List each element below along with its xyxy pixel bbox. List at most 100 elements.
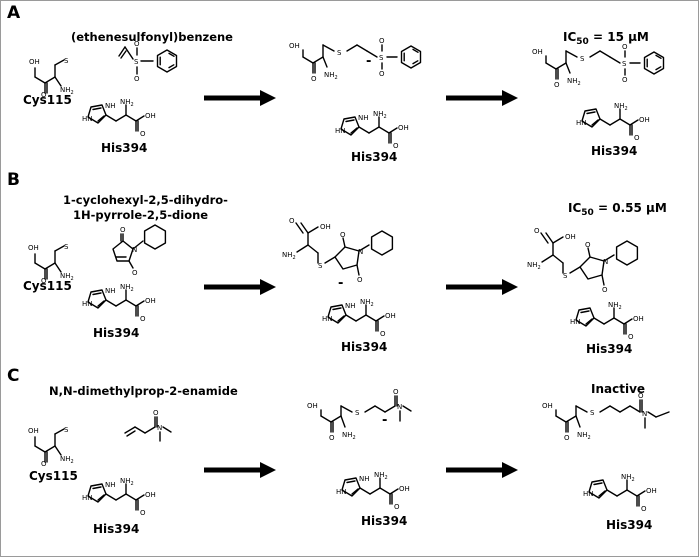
histidine-b3: HN NH2 O OH His394 (570, 301, 644, 356)
atom-s: S (64, 57, 69, 65)
atom-o: O (140, 315, 146, 323)
carbanion-minus: - (366, 54, 371, 69)
his-label-a3: His394 (591, 144, 637, 158)
atom-n: N (397, 403, 402, 411)
atom-o: O (622, 76, 628, 84)
atom-s: S (64, 426, 69, 434)
cys-label-c: Cys115 (29, 469, 78, 483)
atom-n: N (157, 424, 162, 432)
panel-letter-a: A (7, 3, 21, 23)
histidine-c2: HN NH NH2 O OH His394 (336, 471, 410, 528)
atom-s: S (355, 409, 360, 417)
atom-hn: HN (576, 119, 587, 127)
atom-nh2: NH2 (527, 261, 541, 271)
atom-s: S (379, 54, 384, 62)
atom-n: N (132, 246, 137, 254)
atom-oh: OH (289, 42, 300, 50)
atom-o: O (380, 330, 386, 338)
intermediate-a: OH O NH2 S - S O O (289, 37, 422, 83)
arrow-b1 (204, 279, 276, 295)
atom-o: O (585, 241, 591, 249)
atom-oh: OH (565, 233, 576, 241)
atom-s: S (622, 60, 627, 68)
atom-n: N (603, 258, 608, 266)
compound-name-b-line1: 1-cyclohexyl-2,5-dihydro- (63, 193, 228, 207)
atom-s: S (134, 58, 139, 66)
atom-nh2: NH2 (567, 77, 581, 87)
ic50-a: IC50 = 15 μM (563, 30, 649, 47)
panel-a: A (ethenesulfonyl)benzene OH O NH2 S Cys… (7, 3, 665, 164)
atom-nh2: NH2 (621, 473, 635, 483)
atom-oh: OH (28, 427, 39, 435)
atom-o: O (534, 227, 540, 235)
atom-o: O (41, 460, 47, 468)
atom-n: N (642, 410, 647, 418)
reagent-c: O N (124, 409, 172, 442)
panel-letter-b: B (7, 170, 20, 190)
atom-nh: NH (105, 287, 116, 295)
arrow-a2 (446, 90, 518, 106)
atom-s: S (580, 55, 585, 63)
histidine-a1: HN NH NH2 O OH His394 (82, 98, 156, 155)
atom-o: O (379, 70, 385, 78)
arrow-a1 (204, 90, 276, 106)
atom-o: O (140, 130, 146, 138)
atom-o: O (393, 142, 399, 150)
atom-oh: OH (145, 297, 156, 305)
atom-nh: NH (358, 114, 369, 122)
atom-o: O (134, 75, 140, 83)
histidine-a3: HN NH2 O OH His394 (576, 102, 650, 158)
compound-name-c: N,N-dimethylprop-2-enamide (49, 384, 238, 398)
histidine-c3: HN NH2 O OH His394 (583, 473, 657, 532)
his-label-c3: His394 (606, 518, 652, 532)
atom-o: O (379, 37, 385, 45)
product-c: OH O NH2 S O N (542, 392, 670, 442)
carbanion-minus: - (338, 276, 343, 291)
atom-oh: OH (320, 223, 331, 231)
atom-nh: NH (105, 102, 116, 110)
carbanion-minus: - (382, 413, 387, 428)
atom-o: O (554, 81, 560, 89)
histidine-b2: HN NH NH2 O OH His394 (322, 298, 396, 354)
panel-letter-c: C (7, 366, 19, 386)
his-label-c1: His394 (93, 522, 139, 536)
atom-nh2: NH2 (608, 301, 622, 311)
atom-o: O (41, 91, 47, 99)
reagent-b: O O N (112, 224, 167, 277)
histidine-c1: HN NH NH2 O OH His394 (82, 477, 156, 536)
atom-nh: NH (359, 475, 370, 483)
atom-nh2: NH2 (373, 110, 387, 120)
atom-o: O (120, 226, 126, 234)
atom-oh: OH (398, 124, 409, 132)
atom-nh2: NH2 (614, 102, 628, 112)
atom-oh: OH (639, 116, 650, 124)
atom-oh: OH (633, 315, 644, 323)
atom-hn: HN (322, 315, 333, 323)
atom-nh2: NH2 (577, 431, 591, 441)
atom-nh2: NH2 (60, 272, 74, 282)
atom-nh2: NH2 (360, 298, 374, 308)
arrow-c2 (446, 462, 518, 478)
atom-o: O (622, 43, 628, 51)
atom-oh: OH (399, 485, 410, 493)
ic50-b: IC50 = 0.55 μM (568, 201, 667, 218)
his-label-c2: His394 (361, 514, 407, 528)
atom-o: O (140, 509, 146, 517)
compound-name-b-line2: 1H-pyrrole-2,5-dione (73, 208, 208, 222)
atom-o: O (564, 434, 570, 442)
atom-hn: HN (335, 127, 346, 135)
atom-o: O (311, 75, 317, 83)
intermediate-c: OH O NH2 S - O N (307, 388, 412, 442)
atom-hn: HN (82, 494, 93, 502)
reagent-a: S O O (118, 40, 178, 83)
atom-nh2: NH2 (282, 251, 296, 261)
product-b: OH O NH2 S O O N (527, 227, 639, 294)
atom-hn: HN (82, 300, 93, 308)
arrow-b2 (446, 279, 518, 295)
atom-oh: OH (646, 487, 657, 495)
atom-o: O (340, 231, 346, 239)
atom-hn: HN (336, 488, 347, 496)
atom-oh: OH (542, 402, 553, 410)
